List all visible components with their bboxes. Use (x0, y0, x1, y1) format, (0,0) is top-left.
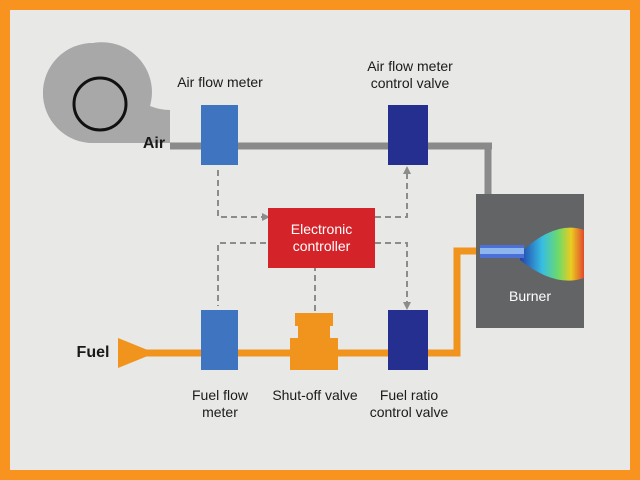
fuel-ratio-control-valve-block (388, 310, 428, 370)
fuel-inlet-icon (118, 338, 155, 368)
burner-block (476, 194, 584, 328)
electronic-controller-block (268, 208, 375, 268)
air-flow-control-valve-block (388, 105, 428, 165)
air-flow-meter-block (201, 105, 238, 165)
electronic-controller-label: Electronic controller (290, 221, 353, 254)
air-flow-meter-control-valve-label: Air flow meter control valve (367, 58, 453, 91)
air-label: Air (142, 135, 166, 152)
diagram-graphics (42, 42, 584, 370)
signal-lines (217, 166, 411, 324)
fuel-flow-meter-block (201, 310, 238, 370)
fuel-ratio-control-valve-label: Fuel ratio control valve (369, 387, 449, 420)
burner-label: Burner (508, 288, 552, 304)
air-flow-meter-label: Air flow meter (177, 74, 263, 90)
shut-off-valve-label: Shut-off valve (272, 387, 358, 403)
fuel-label: Fuel (76, 344, 110, 361)
fuel-flow-meter-label: Fuel flow meter (191, 387, 249, 420)
air-blower-icon (42, 42, 170, 143)
diagram-canvas: Air flow meter Air flow meter control va… (10, 10, 630, 470)
shut-off-valve-icon (290, 313, 338, 370)
